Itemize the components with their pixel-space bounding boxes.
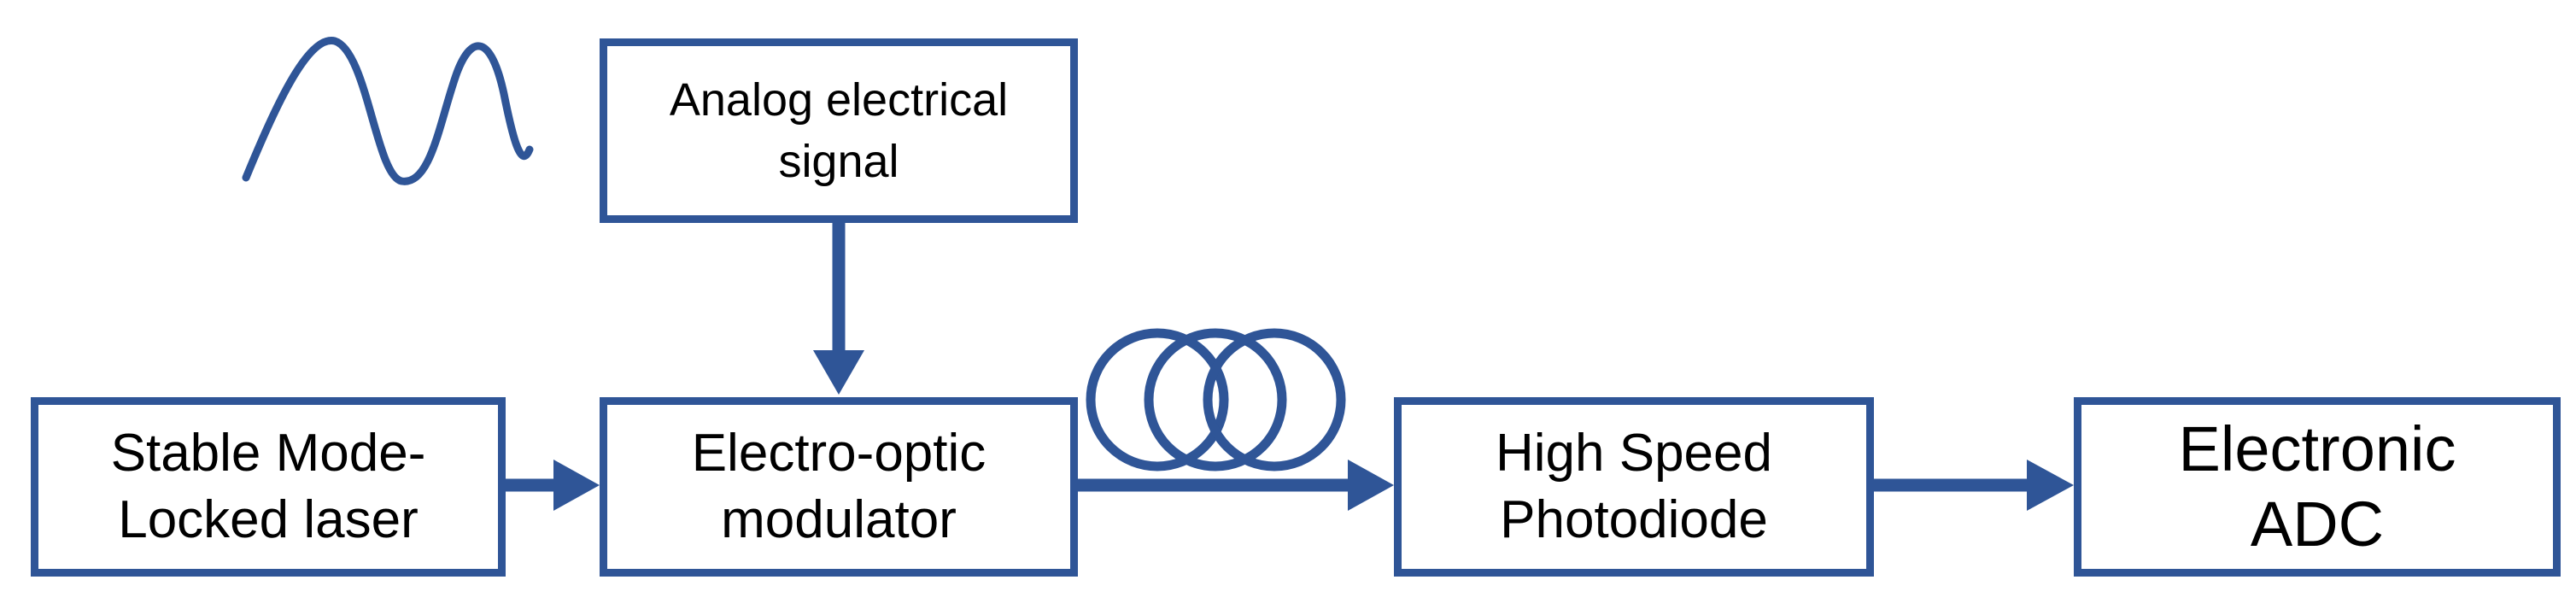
photodiode-label: High Speed Photodiode — [1495, 424, 1773, 549]
modulator-block: Electro-optic modulator — [600, 397, 1078, 577]
analog-signal-label: Analog electrical signal — [669, 74, 1009, 187]
arrow-photodiode-to-adc — [1874, 460, 2074, 511]
modulator-label: Electro-optic modulator — [691, 424, 986, 549]
laser-block: Stable Mode- Locked laser — [31, 397, 506, 577]
sine-wave-icon — [242, 37, 534, 185]
laser-label: Stable Mode- Locked laser — [110, 424, 426, 549]
photodiode-block: High Speed Photodiode — [1394, 397, 1874, 577]
adc-label: Electronic ADC — [2178, 413, 2456, 559]
fiber-coil-icon — [1086, 328, 1346, 472]
arrow-modulator-to-photodiode — [1078, 460, 1394, 511]
arrow-signal-to-modulator — [813, 223, 864, 395]
adc-block: Electronic ADC — [2074, 397, 2561, 577]
arrow-laser-to-modulator — [506, 460, 600, 511]
analog-signal-block: Analog electrical signal — [600, 38, 1078, 223]
